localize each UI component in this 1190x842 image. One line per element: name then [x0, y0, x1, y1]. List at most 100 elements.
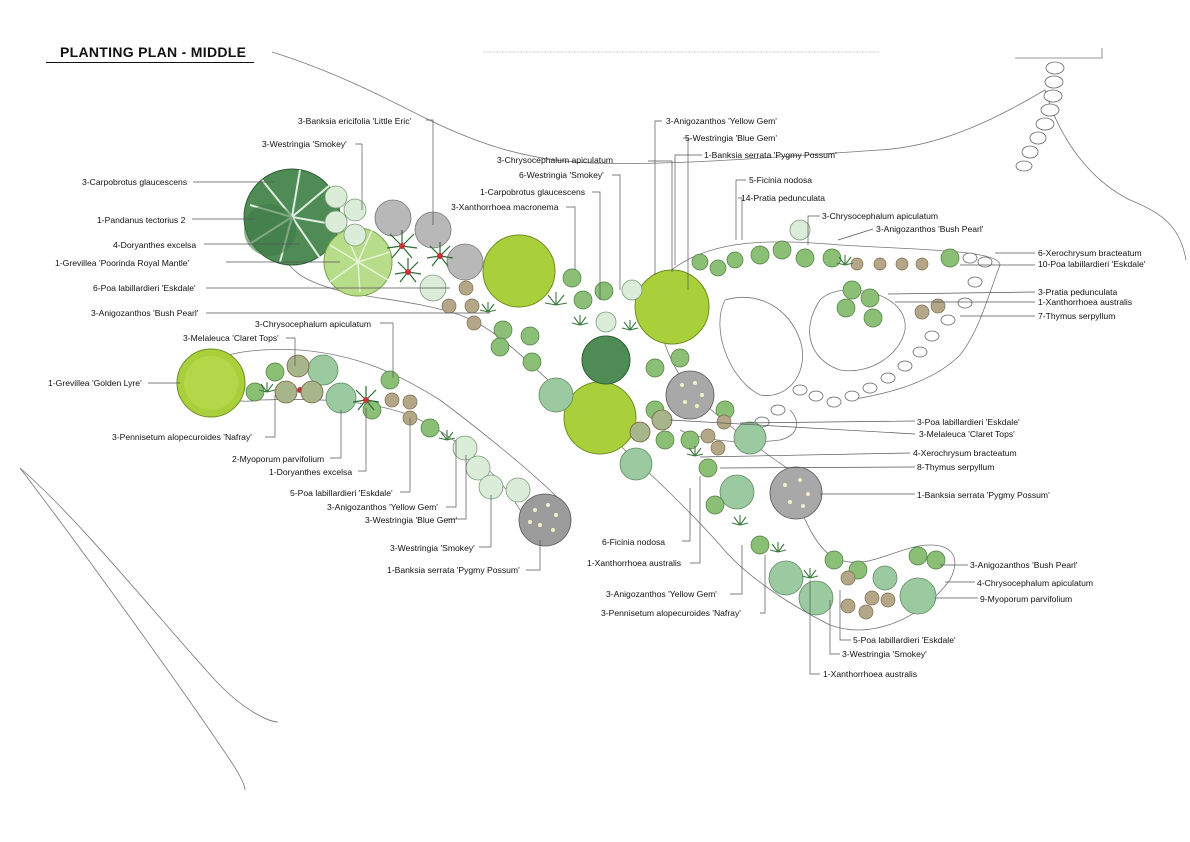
- pandanus-tectorius: [243, 168, 341, 266]
- banksia-ericifolia-grey: [374, 199, 484, 281]
- label-banksia-little-eric: 3-Banksia ericifolia 'Little Eric': [298, 116, 411, 126]
- leader-line: [730, 545, 743, 595]
- label-banksia-pygmy-top: 1-Banksia serrata 'Pygmy Possum': [704, 150, 837, 160]
- label-westringia-smokey-6: 6-Westringia 'Smokey': [519, 170, 604, 180]
- label-doryanthes-4: 4-Doryanthes excelsa: [113, 240, 196, 250]
- leader-line: [829, 600, 840, 655]
- label-xanthorrhoea-macronema: 3-Xanthorrhoea macronema: [451, 202, 559, 212]
- leader-line: [699, 452, 911, 458]
- leader-line: [400, 418, 411, 493]
- label-poa-5-bottom: 5-Poa labillardieri 'Eskdale': [853, 635, 956, 645]
- label-xanthorrhoea-australis-bottom: 1-Xanthorrhoea australis: [823, 669, 917, 679]
- label-westringia-blue-left: 3-Westringia 'Blue Gem': [365, 515, 457, 525]
- label-chrysocephalum-top: 3-Chrysocephalum apiculatum: [497, 155, 613, 165]
- carpobrotus-dark-shrub: [581, 335, 631, 385]
- leader-line: [683, 137, 689, 290]
- label-anigozanthos-bush-pearl-bottom: 3-Anigozanthos 'Bush Pearl': [970, 560, 1078, 570]
- banksia-serrata-pygmy-possum: [518, 370, 823, 547]
- label-chrysocephalum-bottom: 4-Chrysocephalum apiculatum: [977, 578, 1093, 588]
- label-banksia-pygmy-left: 1-Banksia serrata 'Pygmy Possum': [387, 565, 520, 575]
- leader-line: [719, 466, 916, 469]
- label-anigozanthos-bush-pearl-left: 3-Anigozanthos 'Bush Pearl': [91, 308, 199, 318]
- label-anigozanthos-yellow-left: 3-Anigozanthos 'Yellow Gem': [327, 502, 438, 512]
- label-xanthorrhoea-australis-mid: 1-Xanthorrhoea australis: [587, 558, 681, 568]
- label-thymus-7: 7-Thymus serpyllum: [1038, 311, 1115, 321]
- leader-line: [447, 455, 467, 520]
- label-poa-10: 10-Poa labillardieri 'Eskdale': [1038, 259, 1146, 269]
- leader-line: [654, 120, 662, 275]
- label-xanthorrhoea-australis-right: 1-Xanthorrhoea australis: [1038, 297, 1132, 307]
- leader-line: [330, 410, 342, 459]
- label-chrysocephalum-right: 3-Chrysocephalum apiculatum: [822, 211, 938, 221]
- strappy-grasses: [258, 255, 854, 579]
- label-grevillea-poorinda: 1-Grevillea 'Poorinda Royal Mantle': [55, 258, 190, 268]
- label-carpobrotus-3: 3-Carpobrotus glaucescens: [82, 177, 187, 187]
- label-poa-6-left: 6-Poa labillardieri 'Eskdale': [93, 283, 196, 293]
- plant-labels: 3-Banksia ericifolia 'Little Eric' 3-Wes…: [48, 116, 1146, 679]
- label-carpobrotus-1: 1-Carpobrotus glaucescens: [480, 187, 585, 197]
- label-chrysocephalum-left: 3-Chrysocephalum apiculatum: [255, 319, 371, 329]
- label-banksia-pygmy-mid: 1-Banksia serrata 'Pygmy Possum': [917, 490, 1050, 500]
- label-pennisetum-left: 3-Pennisetum alopecuroides 'Nafray': [112, 432, 252, 442]
- leader-line: [669, 419, 916, 435]
- leader-line: [739, 420, 916, 424]
- rock-edging: [738, 61, 1065, 436]
- label-westringia-smokey-bottom: 3-Westringia 'Smokey': [842, 649, 927, 659]
- leader-line: [674, 154, 702, 265]
- leader-line: [355, 143, 363, 210]
- leader-line: [380, 322, 394, 378]
- grevillea-golden-lyre: [176, 348, 246, 418]
- label-grevillea-golden: 1-Grevillea 'Golden Lyre': [48, 378, 142, 388]
- label-doryanthes-1: 1-Doryanthes excelsa: [269, 467, 352, 477]
- leader-line: [265, 395, 276, 438]
- leader-line: [809, 580, 820, 675]
- label-poa-3-mid: 3-Poa labillardieri 'Eskdale': [917, 417, 1020, 427]
- leader-line: [735, 179, 746, 240]
- title-underline: [46, 62, 254, 63]
- small-groundcover-plants: [245, 240, 960, 580]
- leader-line: [690, 476, 701, 564]
- label-ficinia-5: 5-Ficinia nodosa: [749, 175, 812, 185]
- leader-line: [807, 215, 820, 245]
- label-westringia-blue-top: 5-Westringia 'Blue Gem': [685, 133, 777, 143]
- leader-line: [479, 495, 492, 548]
- label-melaleuca-mid: 3-Melaleuca 'Claret Tops': [919, 429, 1015, 439]
- label-anigozanthos-yellow-bottom: 3-Anigozanthos 'Yellow Gem': [606, 589, 717, 599]
- leader-line: [738, 197, 743, 240]
- label-anigozanthos-bush-pearl-right: 3-Anigozanthos 'Bush Pearl': [876, 224, 984, 234]
- label-pratia-14: 14-Pratia pedunculata: [741, 193, 825, 203]
- label-xerochrysum-6: 6-Xerochrysum bracteatum: [1038, 248, 1142, 258]
- leader-line: [592, 191, 601, 300]
- leader-line: [358, 408, 367, 472]
- leader-line: [566, 206, 576, 270]
- leader-line: [839, 590, 851, 641]
- label-westringia-smokey-left: 3-Westringia 'Smokey': [390, 543, 475, 553]
- label-ficinia-6: 6-Ficinia nodosa: [602, 537, 665, 547]
- label-pennisetum-bottom: 3-Pennisetum alopecuroides 'Nafray': [601, 608, 741, 618]
- large-canopy-trees: [482, 234, 710, 455]
- westringia-shrubs: [307, 354, 937, 616]
- leader-line: [887, 291, 1036, 295]
- leader-line: [426, 119, 434, 225]
- label-pandanus: 1-Pandanus tectorius 2: [97, 215, 186, 225]
- label-poa-5-left: 5-Poa labillardieri 'Eskdale': [290, 488, 393, 498]
- label-melaleuca-left: 3-Melaleuca 'Claret Tops': [183, 333, 279, 343]
- leader-line: [526, 540, 541, 571]
- leader-line: [837, 228, 874, 241]
- label-leader-lines: [148, 119, 1036, 675]
- label-thymus-8: 8-Thymus serpyllum: [917, 462, 994, 472]
- label-anigozanthos-yellow-top: 3-Anigozanthos 'Yellow Gem': [666, 116, 777, 126]
- label-westringia-smokey-top: 3-Westringia 'Smokey': [262, 139, 347, 149]
- melaleuca-claret-tops: [274, 354, 673, 443]
- leader-line: [446, 440, 457, 508]
- label-myoporum-9: 9-Myoporum parvifolium: [980, 594, 1072, 604]
- label-pratia-3: 3-Pratia pedunculata: [1038, 287, 1118, 297]
- leader-line: [612, 174, 621, 290]
- leader-line: [760, 555, 766, 614]
- label-xerochrysum-4: 4-Xerochrysum bracteatum: [913, 448, 1017, 458]
- label-myoporum-2: 2-Myoporum parvifolium: [232, 454, 324, 464]
- leader-line: [286, 337, 296, 366]
- leader-line: [682, 488, 691, 542]
- plan-title: PLANTING PLAN - MIDDLE: [60, 44, 247, 60]
